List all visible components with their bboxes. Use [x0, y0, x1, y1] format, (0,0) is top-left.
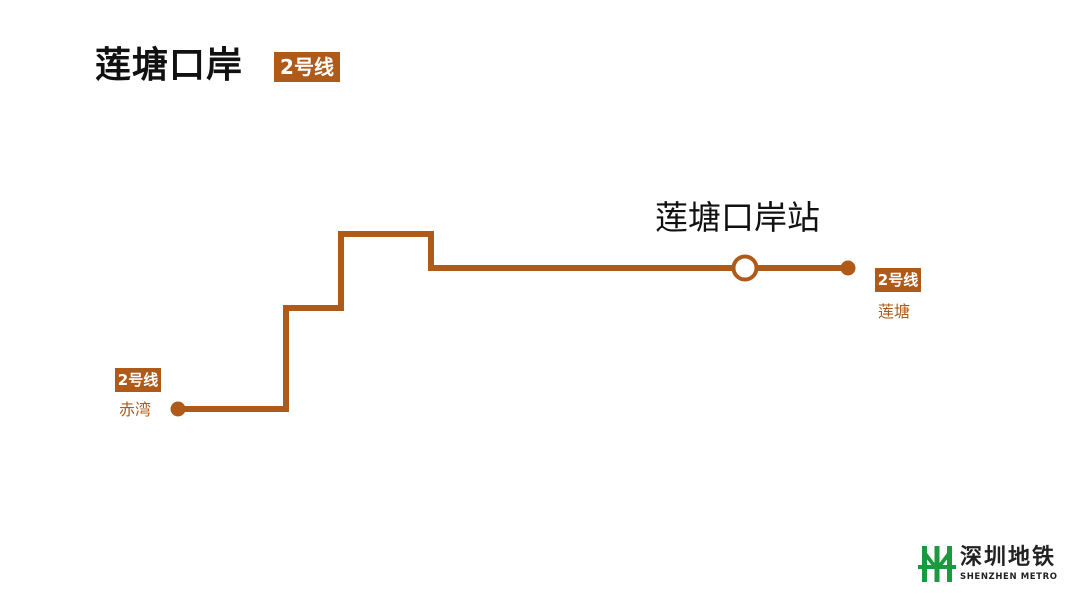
terminal-dot-right [840, 260, 856, 276]
line-2-route [178, 231, 848, 412]
station-marker [731, 254, 759, 282]
terminal-badge-left: 2号线 [115, 368, 161, 392]
metro-logo-icon [918, 546, 956, 582]
terminal-name-right: 莲塘 [878, 302, 911, 321]
logo-text-cn: 深圳地铁 [960, 545, 1057, 570]
station-label: 莲塘口岸站 [655, 198, 820, 237]
terminal-dot-left [170, 401, 186, 417]
line-badge: 2号线 [274, 52, 340, 82]
page-title: 莲塘口岸 [95, 45, 244, 86]
terminal-badge-right: 2号线 [875, 268, 921, 292]
logo-text-en: SHENZHEN METRO [960, 572, 1058, 582]
shenzhen-metro-logo: 深圳地铁 SHENZHEN METRO [918, 545, 1068, 587]
terminal-name-left: 赤湾 [119, 400, 152, 419]
